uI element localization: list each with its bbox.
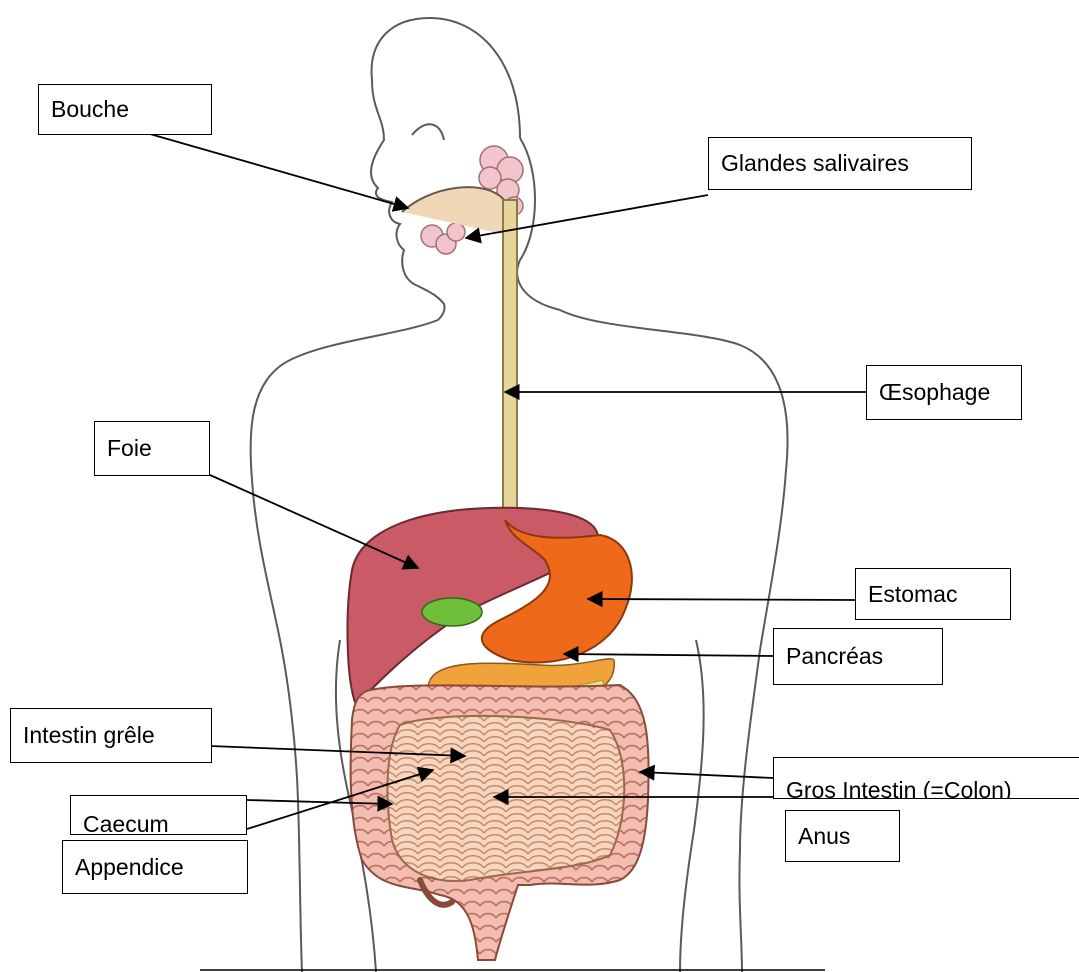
- leader-foie: [210, 475, 418, 568]
- leader-bouche: [150, 134, 408, 208]
- label-estomac-text: Estomac: [868, 581, 957, 608]
- label-estomac: Estomac: [855, 568, 1011, 620]
- leader-gros-intestin: [640, 772, 773, 778]
- label-intestin-grele: Intestin grêle: [10, 708, 212, 763]
- label-pancreas-text: Pancréas: [786, 643, 883, 670]
- label-gros-intestin: Gros Intestin (=Colon): [773, 757, 1079, 799]
- label-appendice: Appendice: [62, 840, 248, 894]
- label-anus-text: Anus: [798, 823, 850, 850]
- label-bouche-text: Bouche: [51, 96, 129, 123]
- small-intestine: [387, 716, 624, 881]
- label-foie-text: Foie: [107, 435, 152, 462]
- label-caecum-text: Caecum: [83, 811, 169, 835]
- leader-pancreas: [564, 654, 773, 656]
- label-intestin-grele-text: Intestin grêle: [23, 722, 155, 749]
- label-foie: Foie: [94, 421, 210, 476]
- label-anus: Anus: [785, 810, 900, 862]
- label-caecum: Caecum: [70, 795, 247, 835]
- label-gros-intestin-text: Gros Intestin (=Colon): [786, 777, 1012, 799]
- label-glandes-text: Glandes salivaires: [721, 150, 909, 177]
- label-glandes-salivaires: Glandes salivaires: [708, 137, 972, 190]
- label-appendice-text: Appendice: [75, 854, 184, 881]
- esophagus: [503, 200, 517, 520]
- label-oesophage-text: Œsophage: [879, 379, 990, 406]
- label-oesophage: Œsophage: [866, 365, 1022, 420]
- leader-estomac: [588, 599, 855, 600]
- label-pancreas: Pancréas: [773, 628, 943, 685]
- label-bouche: Bouche: [38, 84, 212, 135]
- gallbladder: [422, 598, 482, 626]
